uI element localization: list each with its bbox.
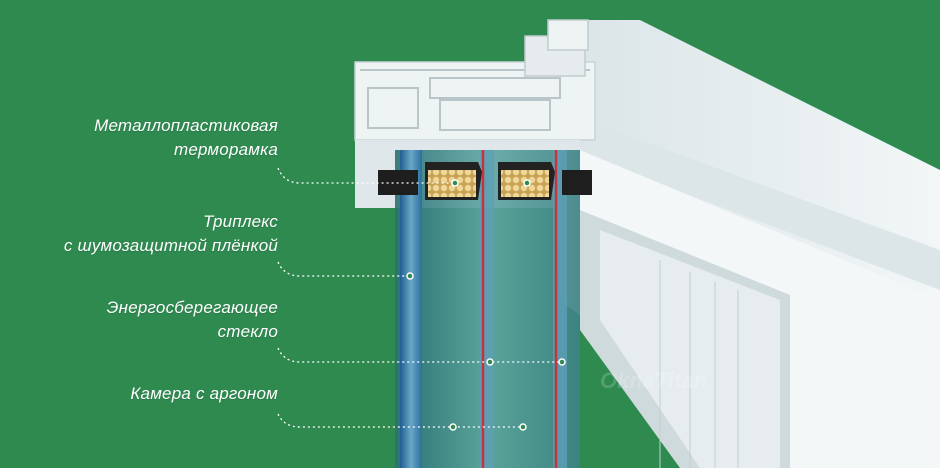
watermark: OknaTitan (600, 368, 707, 393)
label-triplex-line-1: Триплекс (202, 212, 278, 231)
label-energy-line-2: стекло (217, 322, 278, 341)
label-triplex: Триплекс с шумозащитной плёнкой (64, 210, 278, 258)
label-spacer-line-1: Металлопластиковая (94, 116, 278, 135)
leader-dots (406, 179, 566, 431)
leader-lines (277, 167, 562, 428)
leader-triplex (277, 261, 410, 277)
leader-spacer (277, 167, 455, 184)
label-argon-chamber: Камера с аргоном (130, 382, 278, 406)
label-energy-line-1: Энергосберегающее (106, 298, 278, 317)
label-spacer-frame: Металлопластиковая терморамка (94, 114, 278, 162)
triplex-pane (400, 150, 422, 468)
window-frame (548, 20, 940, 468)
leader-energy (277, 347, 562, 363)
label-argon-line-1: Камера с аргоном (130, 384, 278, 403)
label-triplex-line-2: с шумозащитной плёнкой (63, 236, 278, 255)
glass-unit (395, 150, 580, 468)
label-spacer-line-2: терморамка (173, 140, 278, 159)
label-energy-glass: Энергосберегающее стекло (107, 296, 278, 344)
